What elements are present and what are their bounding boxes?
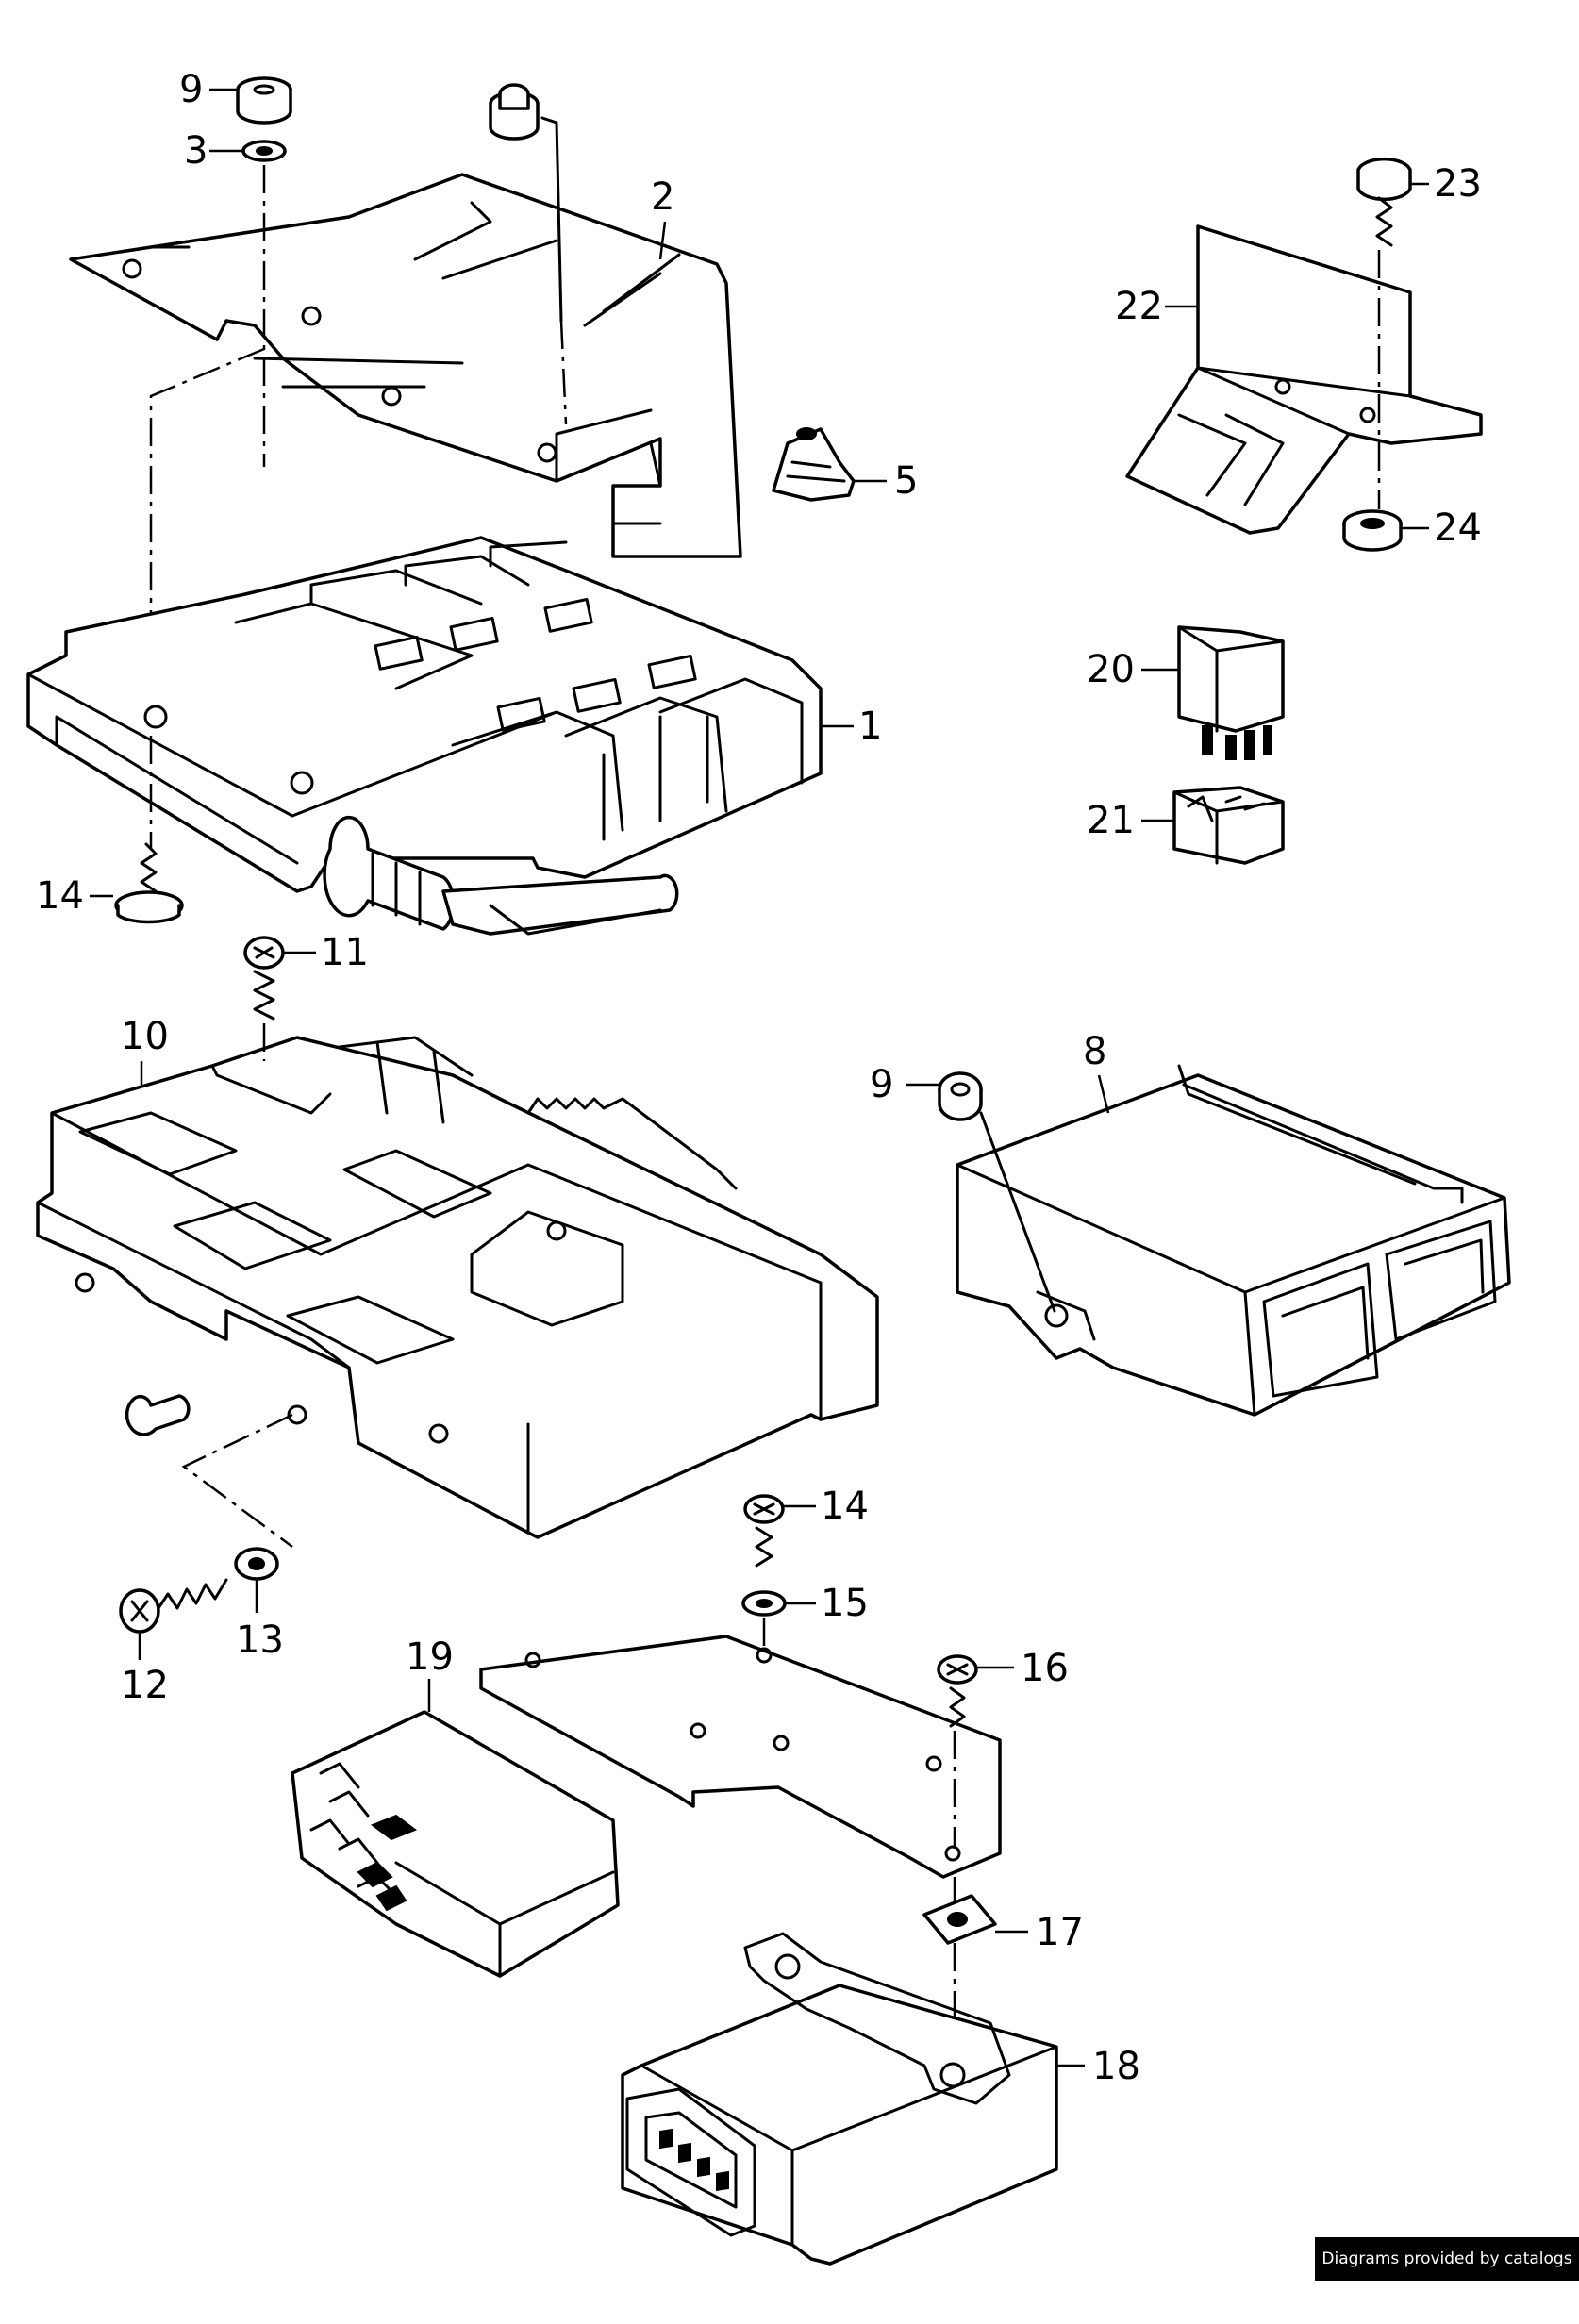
callout-14: 14	[36, 874, 84, 918]
assembly-axis-line	[559, 320, 568, 425]
part-1-control-unit	[26, 536, 823, 936]
callout-5: 5	[894, 459, 918, 503]
grommet	[489, 83, 540, 141]
callout-11: 11	[321, 931, 369, 974]
callout-14: 14	[821, 1485, 869, 1528]
part-3-washer	[241, 140, 287, 162]
part-16-screw	[937, 1654, 978, 1728]
callout-2: 2	[651, 175, 674, 219]
leader-line	[658, 221, 667, 260]
part-20-relay	[1177, 625, 1285, 760]
callout-8: 8	[1083, 1030, 1106, 1073]
callout-1: 1	[858, 705, 882, 748]
callout-19: 19	[406, 1635, 454, 1679]
callout-21: 21	[1087, 799, 1135, 842]
part-11-screw	[243, 936, 285, 1021]
part-14-screw	[743, 1494, 785, 1568]
part-2-mounting-bracket	[69, 173, 742, 558]
part-5-clip	[772, 427, 856, 502]
part-14-screw	[114, 842, 184, 924]
callout-15: 15	[821, 1582, 869, 1625]
callout-24: 24	[1434, 506, 1482, 550]
part-12-screw	[119, 1578, 228, 1634]
leader-line	[1097, 1074, 1110, 1114]
callout-9: 9	[179, 68, 203, 111]
part-24-nut	[1342, 509, 1403, 552]
assembly-axis-line	[181, 1413, 293, 1549]
part-8-control-unit	[956, 1064, 1511, 1417]
callout-17: 17	[1036, 1911, 1084, 1954]
callout-22: 22	[1115, 285, 1163, 328]
part-9-cap-nut	[236, 76, 292, 124]
callout-16: 16	[1021, 1647, 1069, 1690]
part-19-relay-module	[291, 1710, 620, 1978]
callout-13: 13	[236, 1618, 284, 1662]
assembly-axis-line	[149, 347, 265, 689]
part-23-screw	[1356, 157, 1412, 247]
part-18-control-unit	[621, 1932, 1058, 2266]
leader-line	[979, 1111, 1056, 1313]
part-10-control-unit	[36, 1036, 879, 1539]
part-22-relay-bracket	[1125, 224, 1483, 535]
callout-10: 10	[121, 1015, 169, 1058]
part-15-washer	[741, 1590, 787, 1617]
callout-12: 12	[121, 1664, 169, 1707]
part-9-grommet	[938, 1071, 983, 1121]
part-21-relay-socket	[1172, 786, 1285, 865]
callout-18: 18	[1092, 2045, 1140, 2088]
part-17-washer	[922, 1894, 997, 1945]
leader-line	[540, 116, 563, 323]
callout-3: 3	[184, 129, 208, 173]
callout-9: 9	[870, 1063, 893, 1106]
diagram-credit-footer: Diagrams provided by catalogs parts	[1315, 2237, 1579, 2312]
callout-20: 20	[1087, 648, 1135, 691]
callout-23: 23	[1434, 162, 1482, 206]
part-13-washer	[234, 1547, 279, 1581]
